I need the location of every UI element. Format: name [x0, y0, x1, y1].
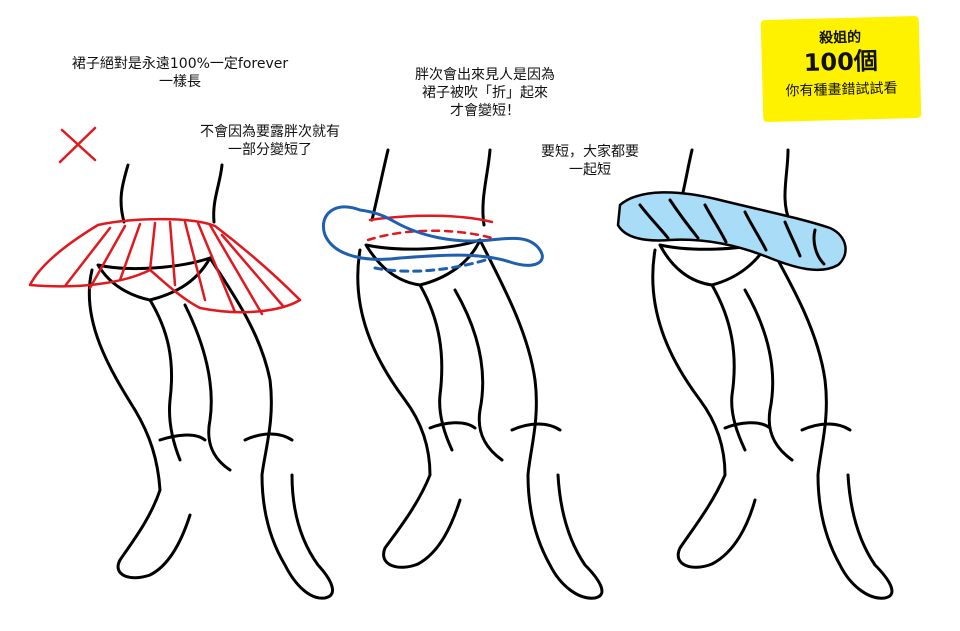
right-note-line1: 要短，大家都要 — [541, 144, 639, 160]
left-title-line1: 裙子絕對是永遠100%一定forever — [71, 56, 289, 72]
left-subnote-line2: 一部分變短了 — [228, 142, 312, 158]
figure-correct — [616, 148, 894, 600]
wrong-x-mark — [58, 126, 97, 164]
middle-note-line1: 胖次會出來見人是因為 — [415, 67, 555, 83]
figure-fold-explained — [322, 148, 604, 600]
left-subnote-line1: 不會因為要露胖次就有 — [200, 124, 340, 140]
right-note-line2: 一起短 — [569, 162, 611, 178]
middle-note: 胖次會出來見人是因為 裙子被吹「折」起來 才會變短！ — [395, 66, 575, 120]
middle-note-line3: 才會變短！ — [450, 103, 520, 119]
left-title: 裙子絕對是永遠100%一定forever 一樣長 — [60, 55, 300, 91]
right-note: 要短，大家都要 一起短 — [520, 143, 660, 179]
figure-wrong — [28, 163, 335, 600]
middle-note-line2: 裙子被吹「折」起來 — [422, 85, 548, 101]
left-subnote: 不會因為要露胖次就有 一部分變短了 — [180, 123, 360, 159]
left-title-line2: 一樣長 — [159, 74, 201, 90]
